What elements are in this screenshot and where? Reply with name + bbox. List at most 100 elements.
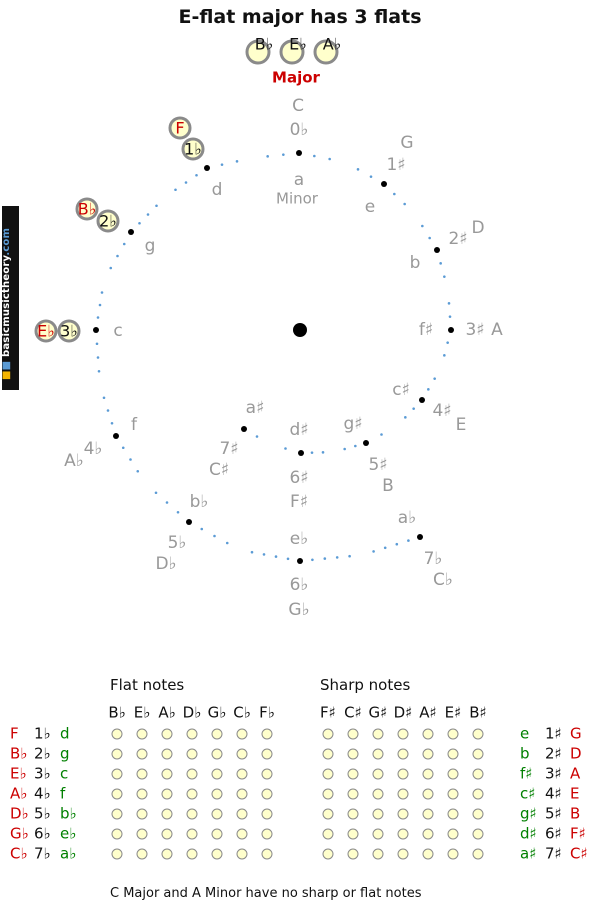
flat-row-count: 5♭	[34, 805, 51, 823]
path-dot	[282, 153, 285, 156]
sharp-table-dot	[472, 848, 484, 860]
flat-table-dot	[211, 748, 223, 760]
sharp-table-dot	[472, 788, 484, 800]
path-dot	[225, 541, 229, 545]
sharp-table-dot	[347, 828, 359, 840]
sharp-row-major: D	[570, 745, 582, 763]
path-dot	[95, 342, 99, 346]
site-banner[interactable]	[2, 206, 19, 390]
key-label: Major	[272, 69, 320, 87]
flat-column-header: A♭	[158, 704, 175, 722]
sharp-row-minor: g♯	[520, 805, 537, 823]
sharp-table-dot	[322, 728, 334, 740]
path-dot	[439, 262, 442, 265]
path-dot	[354, 444, 357, 448]
path-dot	[321, 451, 325, 454]
flat-table-dot	[261, 808, 273, 820]
path-dot	[138, 221, 141, 225]
sharp-table-dot	[347, 768, 359, 780]
sharp-table-dot	[422, 848, 434, 860]
flat-table-dot	[211, 828, 223, 840]
sharp-table-dot	[447, 748, 459, 760]
sharp-column-header: A♯	[419, 704, 437, 722]
path-dot	[155, 204, 158, 208]
flat-table-dot	[111, 848, 123, 860]
sharp-table-dot	[422, 788, 434, 800]
flat-table-dot	[186, 848, 198, 860]
flat-table-dot	[111, 728, 123, 740]
sharp-row-count: 1♯	[545, 725, 562, 743]
path-dot	[266, 155, 269, 158]
sharp-table-dot	[447, 808, 459, 820]
flat-table-dot	[186, 788, 198, 800]
sharp-table-dot	[322, 828, 334, 840]
circle-minor-label: g♯	[343, 414, 362, 434]
flat-row-count: 3♭	[34, 765, 51, 783]
sharp-table-dot	[322, 748, 334, 760]
flat-column-header: D♭	[183, 704, 202, 722]
path-dot	[184, 181, 188, 184]
path-dot	[443, 354, 446, 357]
sharp-table-dot	[472, 768, 484, 780]
flat-table-dot	[236, 808, 248, 820]
flat-table-dot	[136, 728, 148, 740]
circle-node	[204, 165, 210, 171]
path-dot	[110, 421, 114, 425]
circle-node	[297, 558, 303, 564]
flat-table-dot	[261, 848, 273, 860]
path-dot	[383, 546, 387, 550]
path-dot	[220, 163, 224, 166]
sharp-table-dot	[422, 728, 434, 740]
flat-table-dot	[136, 828, 148, 840]
sharp-table-dot	[422, 768, 434, 780]
circle-count-label: 0♭	[290, 120, 309, 140]
circle-minor-label: c	[113, 321, 122, 341]
sharp-notes-title: Sharp notes	[320, 676, 411, 694]
sharp-column-header: B♯	[469, 704, 487, 722]
circle-minor-label: f♯	[419, 320, 433, 340]
circle-count-label: 4♯	[432, 401, 451, 421]
sharp-column-header: D♯	[394, 704, 413, 722]
flat-table-dot	[111, 768, 123, 780]
circle-minor-label: d	[212, 180, 223, 200]
flat-row-major: F	[10, 725, 19, 743]
sharp-column-header: E♯	[445, 704, 462, 722]
path-dot	[200, 527, 204, 531]
flat-table-dot	[211, 848, 223, 860]
path-dot	[448, 315, 452, 318]
flat-row-count: 2♭	[34, 745, 51, 763]
flat-table-dot	[186, 728, 198, 740]
sharp-column-header: C♯	[344, 704, 362, 722]
flat-row-count: 4♭	[34, 785, 51, 803]
flat-table-dot	[111, 788, 123, 800]
circle-node	[448, 327, 454, 333]
flat-table-dot	[236, 768, 248, 780]
path-dot	[213, 534, 216, 538]
circle-major-label: D♭	[155, 554, 176, 574]
sharp-row-major: A	[570, 765, 581, 783]
flat-table-dot	[161, 788, 173, 800]
circle-major-label: B	[382, 476, 394, 496]
flat-column-header: G♭	[208, 704, 227, 722]
flat-table-dot	[236, 788, 248, 800]
highlight-count-label: 1♭	[184, 140, 202, 159]
sharp-table-dot	[447, 728, 459, 740]
sharp-row-major: G	[570, 725, 582, 743]
sharp-table-dot	[447, 828, 459, 840]
flat-row-major: E♭	[10, 765, 27, 783]
path-dot	[176, 510, 180, 514]
sharp-row-minor: b	[520, 745, 530, 763]
key-signature-circle	[279, 39, 305, 65]
path-dot	[97, 369, 101, 373]
path-dot	[116, 254, 119, 258]
sharp-row-major: C♯	[570, 845, 588, 863]
highlight-count-circle	[96, 209, 120, 233]
circle-major-label: A	[491, 320, 503, 340]
flat-table-dot	[161, 848, 173, 860]
circle-major-label: A♭	[64, 451, 84, 471]
path-dot	[348, 554, 351, 558]
circle-count-label: 4♭	[84, 439, 103, 459]
sharp-table-dot	[422, 748, 434, 760]
key-signature-note: A♭	[323, 35, 342, 54]
path-dot	[393, 192, 396, 196]
